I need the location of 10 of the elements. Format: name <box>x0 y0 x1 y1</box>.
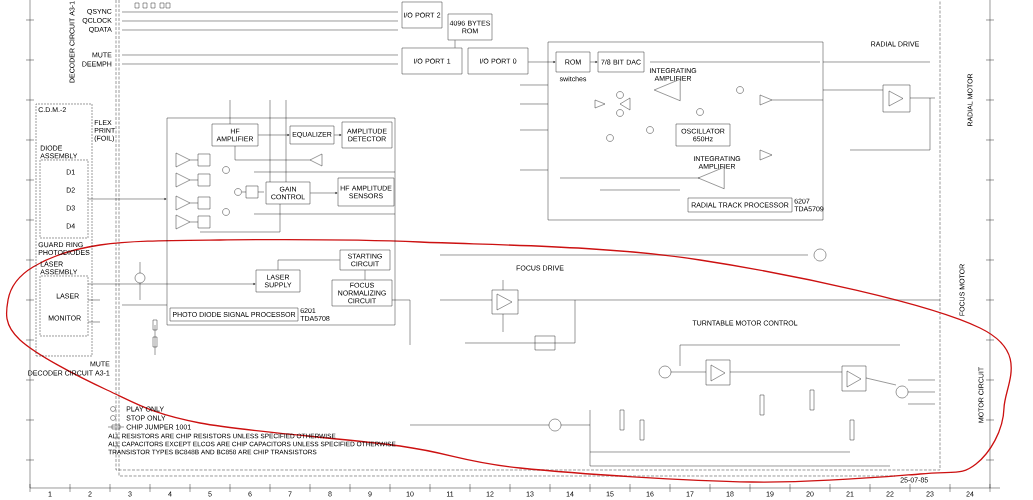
connector <box>258 134 290 136</box>
connector <box>334 134 342 136</box>
connector <box>88 283 256 285</box>
connector <box>528 61 556 63</box>
connector <box>590 61 598 63</box>
connector <box>454 40 456 48</box>
connector <box>364 270 366 280</box>
connector <box>310 192 338 194</box>
connector <box>277 259 340 270</box>
connector <box>88 198 167 200</box>
